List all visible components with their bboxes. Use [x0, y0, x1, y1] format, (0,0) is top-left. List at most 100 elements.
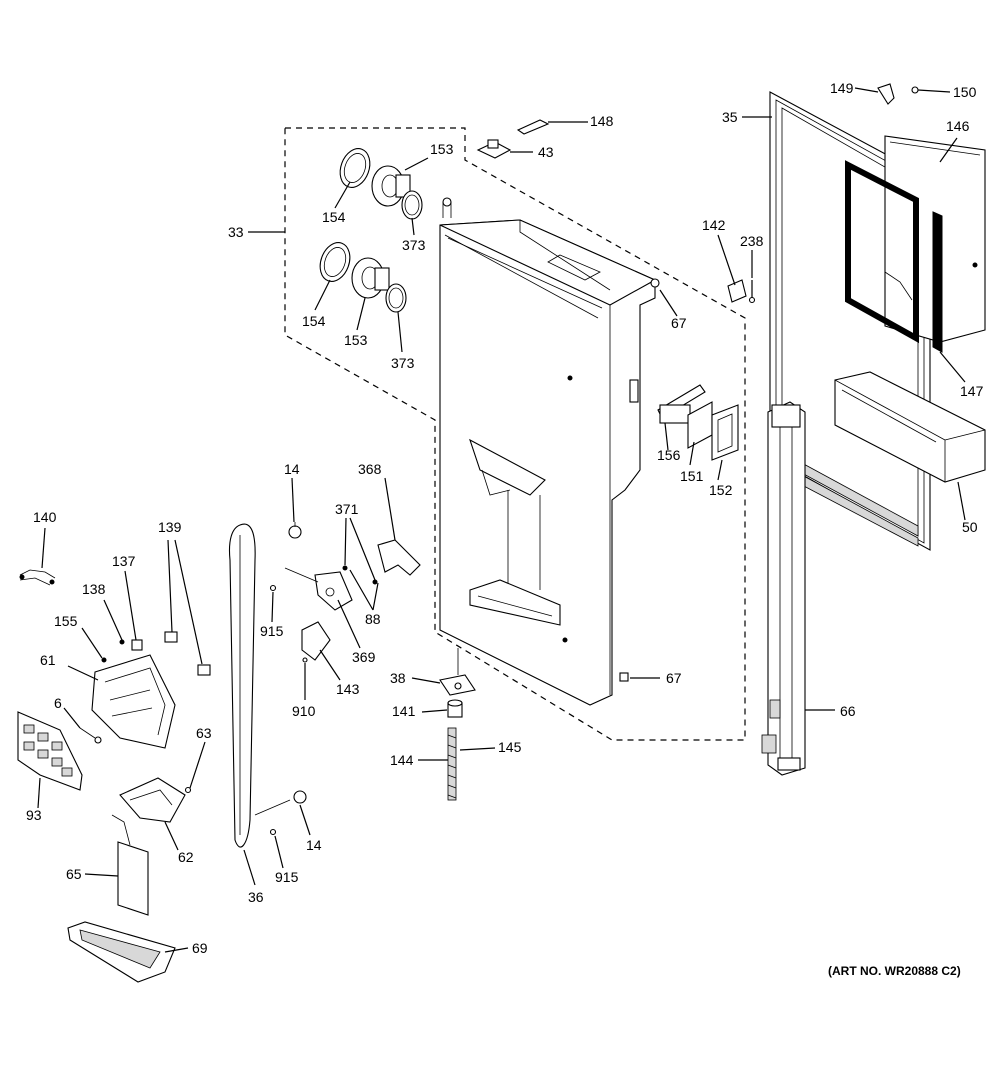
callout-155: 155: [54, 613, 78, 629]
callout-144: 144: [390, 752, 414, 768]
pivot-plate-38: [439, 648, 476, 696]
handle-36: [228, 523, 291, 848]
leader-lines: [37, 87, 966, 953]
screw-67-bottom: [619, 672, 629, 682]
auger-housing-153-top: [371, 165, 411, 207]
control-panel-93: [17, 711, 83, 791]
wire-harness-140: [19, 569, 56, 586]
screw-910: [302, 657, 308, 663]
callout-50: 50: [962, 519, 978, 535]
callout-labels: 149 150 35 146 148 43 153 154 373 33 154…: [26, 80, 984, 956]
part-150: [911, 86, 919, 94]
callout-142: 142: [702, 217, 726, 233]
callout-14-bottom: 14: [306, 837, 322, 853]
bearing-seal-154-top: [339, 148, 371, 188]
callout-36: 36: [248, 889, 264, 905]
screw-915-bottom: [269, 828, 277, 836]
auger-housing-153-bottom: [351, 257, 390, 299]
callout-146: 146: [946, 118, 970, 134]
callout-915-top: 915: [260, 623, 284, 639]
spring-144: [447, 727, 457, 801]
screw-6: [79, 727, 102, 744]
callout-141: 141: [392, 703, 416, 719]
art-number: (ART NO. WR20888 C2): [828, 964, 961, 978]
callout-149: 149: [830, 80, 854, 96]
chute-62: [119, 777, 186, 823]
callout-38: 38: [390, 670, 406, 686]
callout-371: 371: [335, 501, 359, 517]
callout-67-bottom: 67: [666, 670, 682, 686]
callout-156: 156: [657, 447, 681, 463]
callout-369: 369: [352, 649, 376, 665]
callout-368: 368: [358, 461, 382, 477]
callout-140: 140: [33, 509, 57, 525]
actuator-138: [119, 639, 125, 645]
screw-915-top: [269, 584, 277, 592]
callout-910: 910: [292, 703, 316, 719]
callout-67-top: 67: [671, 315, 687, 331]
door-housing: [439, 197, 657, 706]
callout-93: 93: [26, 807, 42, 823]
switch-139-left: [164, 631, 178, 643]
bracket-151: [687, 401, 713, 449]
callout-138: 138: [82, 581, 106, 597]
bumper-14-bottom: [293, 790, 307, 804]
part-142: [727, 279, 747, 303]
clip-155: [101, 657, 107, 663]
callout-373-top: 373: [402, 237, 426, 253]
callout-33: 33: [228, 224, 244, 240]
callout-148: 148: [590, 113, 614, 129]
o-ring-373-top: [401, 190, 423, 220]
callout-238: 238: [740, 233, 764, 249]
callout-139: 139: [158, 519, 182, 535]
o-ring-373-bottom: [385, 283, 407, 313]
part-148: [516, 119, 550, 135]
callout-35: 35: [722, 109, 738, 125]
callout-14-top: 14: [284, 461, 300, 477]
callout-153-top: 153: [430, 141, 454, 157]
screw-63: [184, 786, 192, 794]
callout-152: 152: [709, 482, 733, 498]
screw-67-top: [650, 278, 660, 288]
callout-373-bottom: 373: [391, 355, 415, 371]
callout-154-bottom: 154: [302, 313, 326, 329]
part-238: [748, 280, 756, 304]
bumper-14-top: [288, 522, 302, 539]
window-frame-147: [845, 160, 943, 353]
callout-65: 65: [66, 866, 82, 882]
bearing-seal-154-bottom: [319, 242, 351, 282]
drip-tray-69: [67, 921, 176, 983]
callout-43: 43: [538, 144, 554, 160]
callout-153-bottom: 153: [344, 332, 368, 348]
callout-137: 137: [112, 553, 136, 569]
bracket-369: [284, 567, 353, 611]
callout-62: 62: [178, 849, 194, 865]
lever-368: [377, 539, 421, 576]
callout-150: 150: [953, 84, 977, 100]
callout-66: 66: [840, 703, 856, 719]
callout-143: 143: [336, 681, 360, 697]
callout-88: 88: [365, 611, 381, 627]
callout-151: 151: [680, 468, 704, 484]
callout-154-top: 154: [322, 209, 346, 225]
callout-147: 147: [960, 383, 984, 399]
hinge-rail-66: [761, 401, 806, 776]
callout-61: 61: [40, 652, 56, 668]
bushing-141: [447, 699, 463, 718]
callout-145: 145: [498, 739, 522, 755]
callout-915-bottom: 915: [275, 869, 299, 885]
part-149: [877, 83, 895, 105]
housing-61: [91, 654, 176, 749]
callout-6: 6: [54, 695, 62, 711]
switch-139-right: [197, 664, 211, 676]
part-43: [476, 139, 512, 159]
switch-143: [301, 621, 331, 661]
actuator-65: [111, 814, 149, 916]
callout-69: 69: [192, 940, 208, 956]
callout-63: 63: [196, 725, 212, 741]
door-bin-50: [834, 371, 986, 483]
plate-152: [711, 404, 739, 461]
screws-371: [342, 565, 378, 585]
bracket-156: [657, 384, 706, 424]
